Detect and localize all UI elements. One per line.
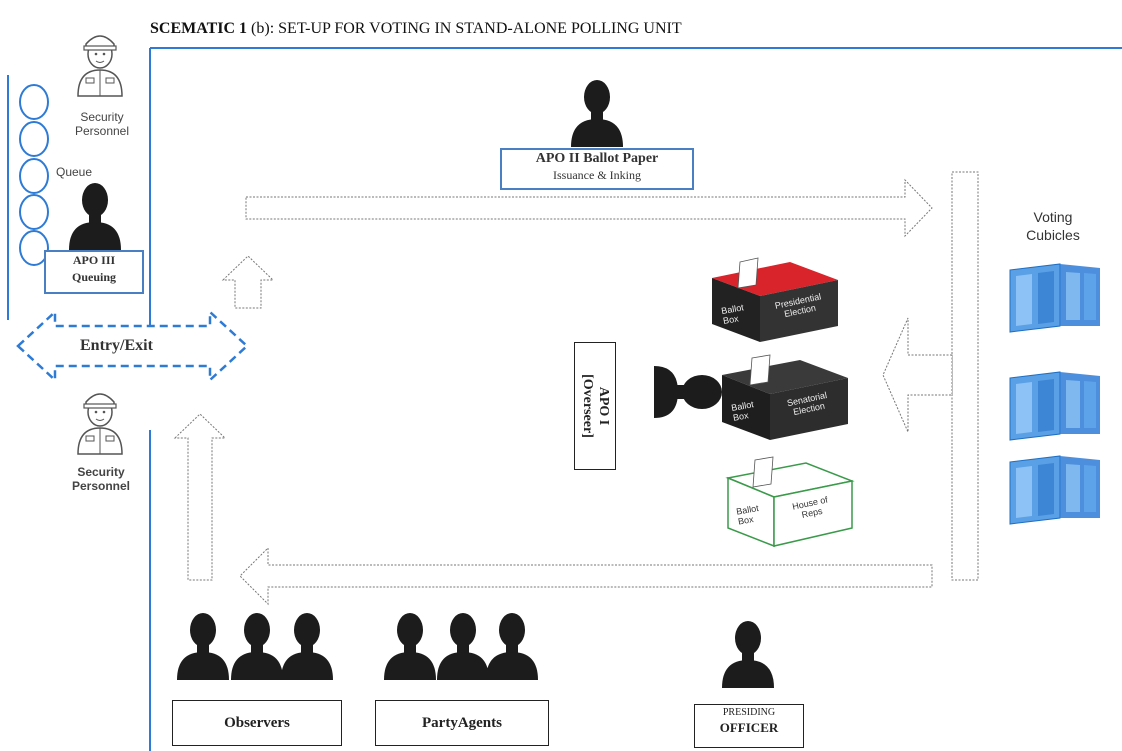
flow-arrow-up-upper	[221, 255, 275, 309]
presiding-line1: PRESIDING	[722, 707, 776, 718]
party-agent-person-3	[486, 613, 538, 680]
apo3-person	[69, 183, 121, 250]
apo1-person	[654, 366, 722, 418]
observers-label: Observers	[224, 714, 290, 731]
apo2-person	[571, 80, 623, 147]
flow-arrow-up-lower	[173, 413, 227, 581]
observers-label-box: Observers	[172, 700, 342, 746]
ballot-box-senatorial	[722, 354, 848, 440]
voting-cubicles-label: Voting Cubicles	[1018, 208, 1088, 244]
entry-exit-arrow	[16, 309, 249, 383]
flow-arrow-bottom	[239, 546, 933, 606]
apo2-subtitle: Issuance & Inking	[553, 168, 641, 182]
ballot-box-presidential	[712, 257, 838, 342]
voting-cubicle-2	[1009, 371, 1101, 441]
presiding-officer-label-box: PRESIDING OFFICER	[694, 704, 804, 748]
security-guard-bottom	[77, 393, 123, 455]
schematic-caption: SCEMATIC 1 (b): SET-UP FOR VOTING IN STA…	[150, 20, 682, 37]
queue-label: Queue	[56, 165, 93, 179]
observer-person-1	[177, 613, 229, 680]
presiding-line2: OFFICER	[719, 720, 779, 735]
apo1-label-box: APO I [Overseer]	[574, 342, 616, 470]
ballot-box-house-of-reps	[725, 456, 855, 548]
entry-exit-label: Entry/Exit	[80, 337, 153, 354]
apo3-title: APO III	[72, 253, 116, 267]
security-guard-top	[77, 35, 123, 97]
voting-cubicle-3	[1009, 455, 1101, 525]
apo2-title: APO II Ballot Paper	[535, 151, 659, 166]
observer-person-3	[281, 613, 333, 680]
presiding-officer-person	[722, 621, 774, 688]
apo1-title: APO I	[596, 386, 611, 426]
cubicle-partition	[951, 171, 979, 581]
queue-circles	[19, 84, 49, 266]
apo3-subtitle: Queuing	[71, 270, 116, 284]
observer-person-2	[231, 613, 283, 680]
party-agent-person-1	[384, 613, 436, 680]
security-bottom-label: Security Personnel	[71, 465, 131, 493]
flow-arrow-top	[245, 178, 933, 238]
voting-cubicles-line1: Voting	[1033, 209, 1073, 225]
apo1-subtitle: [Overseer]	[580, 374, 595, 438]
party-agent-person-2	[437, 613, 489, 680]
apo2-label-box: APO II Ballot Paper Issuance & Inking	[500, 148, 694, 190]
party-agents-label: PartyAgents	[422, 714, 502, 731]
flow-arrow-left-middle	[882, 317, 953, 433]
apo3-label-box: APO III Queuing	[44, 250, 144, 294]
voting-cubicle-1	[1009, 263, 1101, 333]
party-agents-label-box: PartyAgents	[375, 700, 549, 746]
voting-cubicles-line2: Cubicles	[1026, 227, 1080, 243]
security-top-label: Security Personnel	[74, 110, 130, 138]
